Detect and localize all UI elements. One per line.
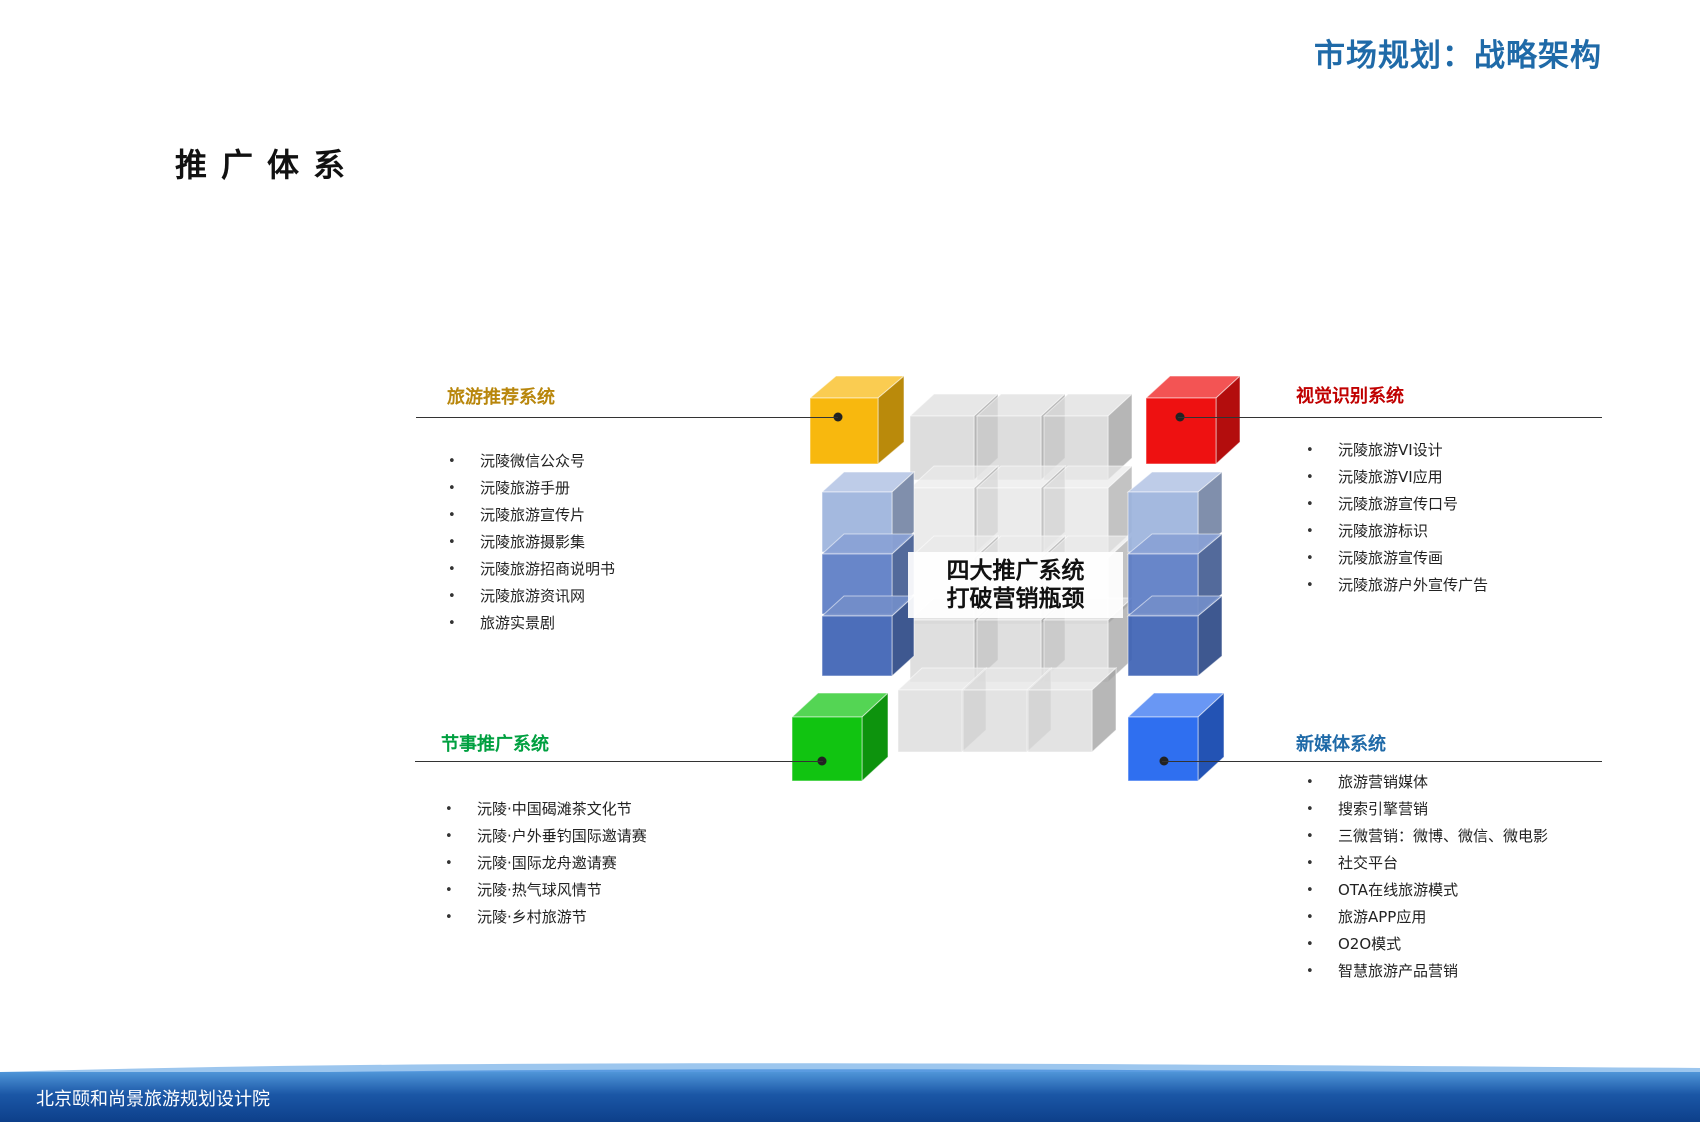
- page-header-title: 市场规划：战略架构: [1314, 38, 1602, 74]
- footer-bar: [0, 1072, 1700, 1122]
- list-item: 旅游营销媒体: [1306, 769, 1548, 796]
- list-item: 搜索引擎营销: [1306, 796, 1548, 823]
- list-item: 沅陵旅游宣传片: [448, 502, 615, 529]
- divider-bottom-left: [415, 761, 823, 762]
- list-tourism-recommendation: 沅陵微信公众号沅陵旅游手册沅陵旅游宣传片沅陵旅游摄影集沅陵旅游招商说明书沅陵旅游…: [448, 448, 615, 637]
- list-item: 沅陵·乡村旅游节: [445, 904, 647, 931]
- divider-top-left: [416, 417, 838, 418]
- section-title: 推广体系: [175, 146, 360, 184]
- grid-bottom-cube-front: [962, 689, 1028, 753]
- blue-right-cube-front: [1127, 615, 1199, 677]
- list-item: 沅陵旅游户外宣传广告: [1306, 572, 1488, 599]
- list-item: 旅游APP应用: [1306, 904, 1548, 931]
- blue-left-cube-front: [821, 615, 893, 677]
- list-item: 沅陵旅游宣传画: [1306, 545, 1488, 572]
- corner-cube-green-front: [791, 716, 863, 782]
- list-item: O2O模式: [1306, 931, 1548, 958]
- group-title-tourism-recommendation: 旅游推荐系统: [447, 387, 555, 408]
- list-item: 沅陵·户外垂钓国际邀请赛: [445, 823, 647, 850]
- list-new-media: 旅游营销媒体搜索引擎营销三微营销：微博、微信、微电影社交平台OTA在线旅游模式旅…: [1306, 769, 1548, 985]
- list-item: 沅陵旅游招商说明书: [448, 556, 615, 583]
- list-item: 沅陵·热气球风情节: [445, 877, 647, 904]
- center-label-line1: 四大推广系统: [946, 558, 1085, 584]
- list-item: 沅陵·中国碣滩茶文化节: [445, 796, 647, 823]
- corner-cube-blue-front: [1127, 716, 1199, 782]
- group-title-visual-identity: 视觉识别系统: [1296, 386, 1404, 407]
- list-item: 沅陵旅游宣传口号: [1306, 491, 1488, 518]
- corner-cube-red-front: [1145, 397, 1217, 465]
- center-label: 四大推广系统 打破营销瓶颈: [908, 552, 1123, 618]
- divider-bottom-right: [1162, 761, 1602, 762]
- list-item: 沅陵旅游VI应用: [1306, 464, 1488, 491]
- list-item: 智慧旅游产品营销: [1306, 958, 1548, 985]
- list-item: 沅陵旅游手册: [448, 475, 615, 502]
- list-item: 三微营销：微博、微信、微电影: [1306, 823, 1548, 850]
- grid-bottom-cube-front: [897, 689, 963, 753]
- list-item: 旅游实景剧: [448, 610, 615, 637]
- grid-bottom-cube-front: [1027, 689, 1093, 753]
- list-item: 沅陵旅游摄影集: [448, 529, 615, 556]
- divider-top-right: [1178, 417, 1602, 418]
- list-item: OTA在线旅游模式: [1306, 877, 1548, 904]
- list-item: 沅陵微信公众号: [448, 448, 615, 475]
- group-title-event-promotion: 节事推广系统: [441, 734, 549, 755]
- list-item: 沅陵旅游资讯网: [448, 583, 615, 610]
- list-visual-identity: 沅陵旅游VI设计 沅陵旅游VI应用沅陵旅游宣传口号沅陵旅游标识沅陵旅游宣传画沅陵…: [1306, 437, 1488, 599]
- list-item: 沅陵·国际龙舟邀请赛: [445, 850, 647, 877]
- list-event-promotion: 沅陵·中国碣滩茶文化节沅陵·户外垂钓国际邀请赛沅陵·国际龙舟邀请赛沅陵·热气球风…: [445, 796, 647, 931]
- footer-org-name: 北京颐和尚景旅游规划设计院: [36, 1089, 270, 1110]
- center-label-line2: 打破营销瓶颈: [946, 586, 1085, 612]
- list-item: 社交平台: [1306, 850, 1548, 877]
- list-item: 沅陵旅游VI设计: [1306, 437, 1488, 464]
- list-item: 沅陵旅游标识: [1306, 518, 1488, 545]
- group-title-new-media: 新媒体系统: [1296, 734, 1386, 755]
- corner-cube-yellow-front: [809, 397, 879, 465]
- connector-dot: [833, 412, 843, 422]
